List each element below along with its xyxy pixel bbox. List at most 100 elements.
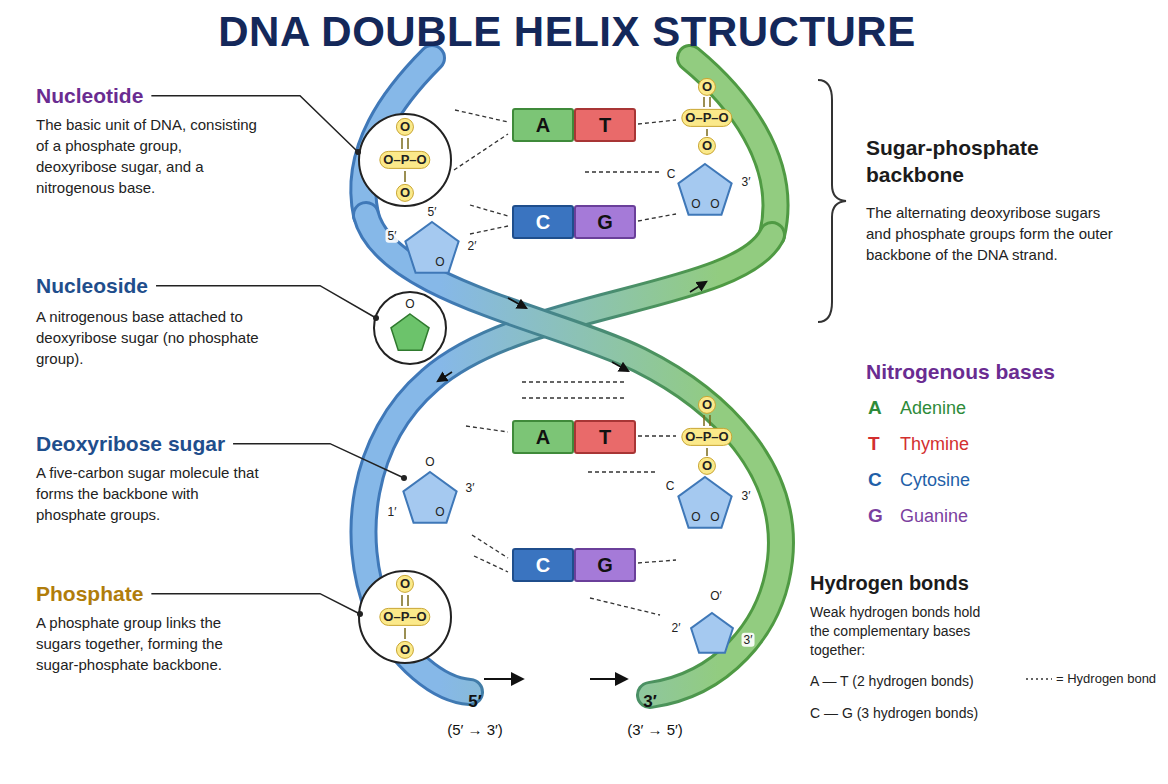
heading: Nucleoside (36, 272, 148, 299)
hydrogen-bond-line (638, 435, 676, 436)
bond-count: C — G (3 hydrogen bonds) (810, 704, 978, 723)
hydrogen-bond-line (455, 110, 508, 122)
leader-dot (355, 149, 361, 155)
carbon-label: 3′ (740, 175, 753, 189)
atom-label: O (710, 510, 719, 524)
hydrogen-bond-sample (1026, 678, 1052, 680)
description: The alternating deoxyribose sugars and p… (866, 202, 1128, 265)
base-letter: G (597, 211, 613, 234)
single-bond (706, 129, 708, 136)
atom-label: O (435, 255, 444, 269)
atom: O (698, 396, 716, 414)
carbon-label: 5′ (386, 229, 399, 243)
description: A five-carbon sugar molecule that forms … (36, 462, 261, 525)
direction-arrow (690, 282, 706, 292)
leader-dot (357, 611, 363, 617)
hydrogen-bond-line (466, 426, 508, 432)
description: A phosphate group links the sugars toget… (36, 612, 261, 675)
base-name: Adenine (900, 397, 966, 420)
atom: O–P–O (681, 109, 732, 127)
base-letter: C (868, 468, 882, 493)
base-box: T (574, 108, 636, 142)
hydrogen-bond-line (522, 381, 625, 382)
base-box: A (512, 108, 574, 142)
leader-line (151, 96, 358, 152)
atom: O (396, 118, 414, 136)
carbon-label: 5′ (426, 205, 439, 219)
base-box: G (574, 548, 636, 582)
direction-arrow (438, 372, 452, 381)
double-bond (703, 97, 705, 107)
deoxyribose-pentagon (403, 472, 456, 523)
deoxyribose-pentagon (678, 477, 731, 528)
deoxyribose-pentagon (678, 164, 731, 215)
base-letter: C (536, 554, 550, 577)
strand-end: 5′ (468, 691, 482, 713)
atom: O (396, 641, 414, 659)
direction-arrow (508, 298, 526, 308)
description: The basic unit of DNA, consisting of a p… (36, 114, 266, 198)
heading: Deoxyribose sugar (36, 430, 225, 457)
single-bond (706, 448, 708, 456)
nucleoside-pentagon (391, 314, 429, 350)
atom: O (698, 457, 716, 475)
strand-end: 3′ (643, 691, 657, 713)
hydrogen-bond-line (454, 134, 508, 170)
deoxyribose-pentagon (405, 222, 458, 273)
atom-label: O (691, 510, 700, 524)
curly-bracket (818, 80, 846, 322)
double-bond (407, 138, 409, 149)
leader-line (156, 286, 376, 318)
double-bond (401, 138, 403, 149)
single-bond (404, 171, 406, 182)
carbon-label: 3′ (742, 633, 755, 647)
atom: O (396, 184, 414, 202)
carbon-label: 2′ (670, 621, 683, 635)
leader-line (233, 444, 404, 478)
atom: O–P–O (379, 151, 430, 169)
deoxyribose-pentagon (691, 613, 733, 653)
double-bond (709, 415, 711, 426)
hydrogen-bond-line (470, 226, 508, 234)
heading: Nitrogenous bases (866, 358, 1055, 385)
title: DNA DOUBLE HELIX STRUCTURE (0, 8, 1134, 56)
description: Weak hydrogen bonds hold the complementa… (810, 603, 1002, 660)
base-letter: C (536, 211, 550, 234)
direction-arrow (612, 362, 628, 371)
base-letter: G (868, 504, 883, 529)
base-box: C (512, 205, 574, 239)
base-box: C (512, 548, 574, 582)
single-bond (404, 628, 406, 639)
base-box: G (574, 205, 636, 239)
base-letter: G (597, 554, 613, 577)
atom: O–P–O (379, 608, 430, 626)
hydrogen-bond-line (588, 471, 656, 472)
carbon-label: 3′ (464, 481, 477, 495)
base-letter: A (536, 426, 550, 449)
leader-dot (373, 315, 379, 321)
bond-count: A — T (2 hydrogen bonds) (810, 672, 974, 691)
description: A nitrogenous base attached to deoxyribo… (36, 306, 261, 369)
hydrogen-bond-line (638, 120, 676, 124)
carbon-label: 1′ (386, 505, 399, 519)
atom-label: O (423, 455, 436, 469)
heading: Phosphate (36, 580, 143, 607)
atom: O–P–O (681, 428, 732, 446)
atom-label: O (710, 197, 719, 211)
atom-label: O (691, 197, 700, 211)
base-name: Thymine (900, 433, 969, 456)
heading: Hydrogen bonds (810, 570, 969, 596)
leader-dot (401, 475, 407, 481)
strand-direction: (5′ → 3′) (447, 720, 503, 740)
heading: Sugar-phosphate backbone (866, 134, 1076, 189)
atom-label: O (435, 505, 444, 519)
strand-direction: (3′ → 5′) (627, 720, 683, 740)
carbon-label: 2′ (466, 239, 479, 253)
phosphate-circle (359, 114, 451, 206)
direction-arrow (484, 678, 522, 680)
double-bond (703, 415, 705, 426)
double-bond (709, 97, 711, 107)
carbon-label: C (664, 479, 677, 493)
base-box: T (574, 420, 636, 454)
hydrogen-bond-line (585, 171, 660, 172)
